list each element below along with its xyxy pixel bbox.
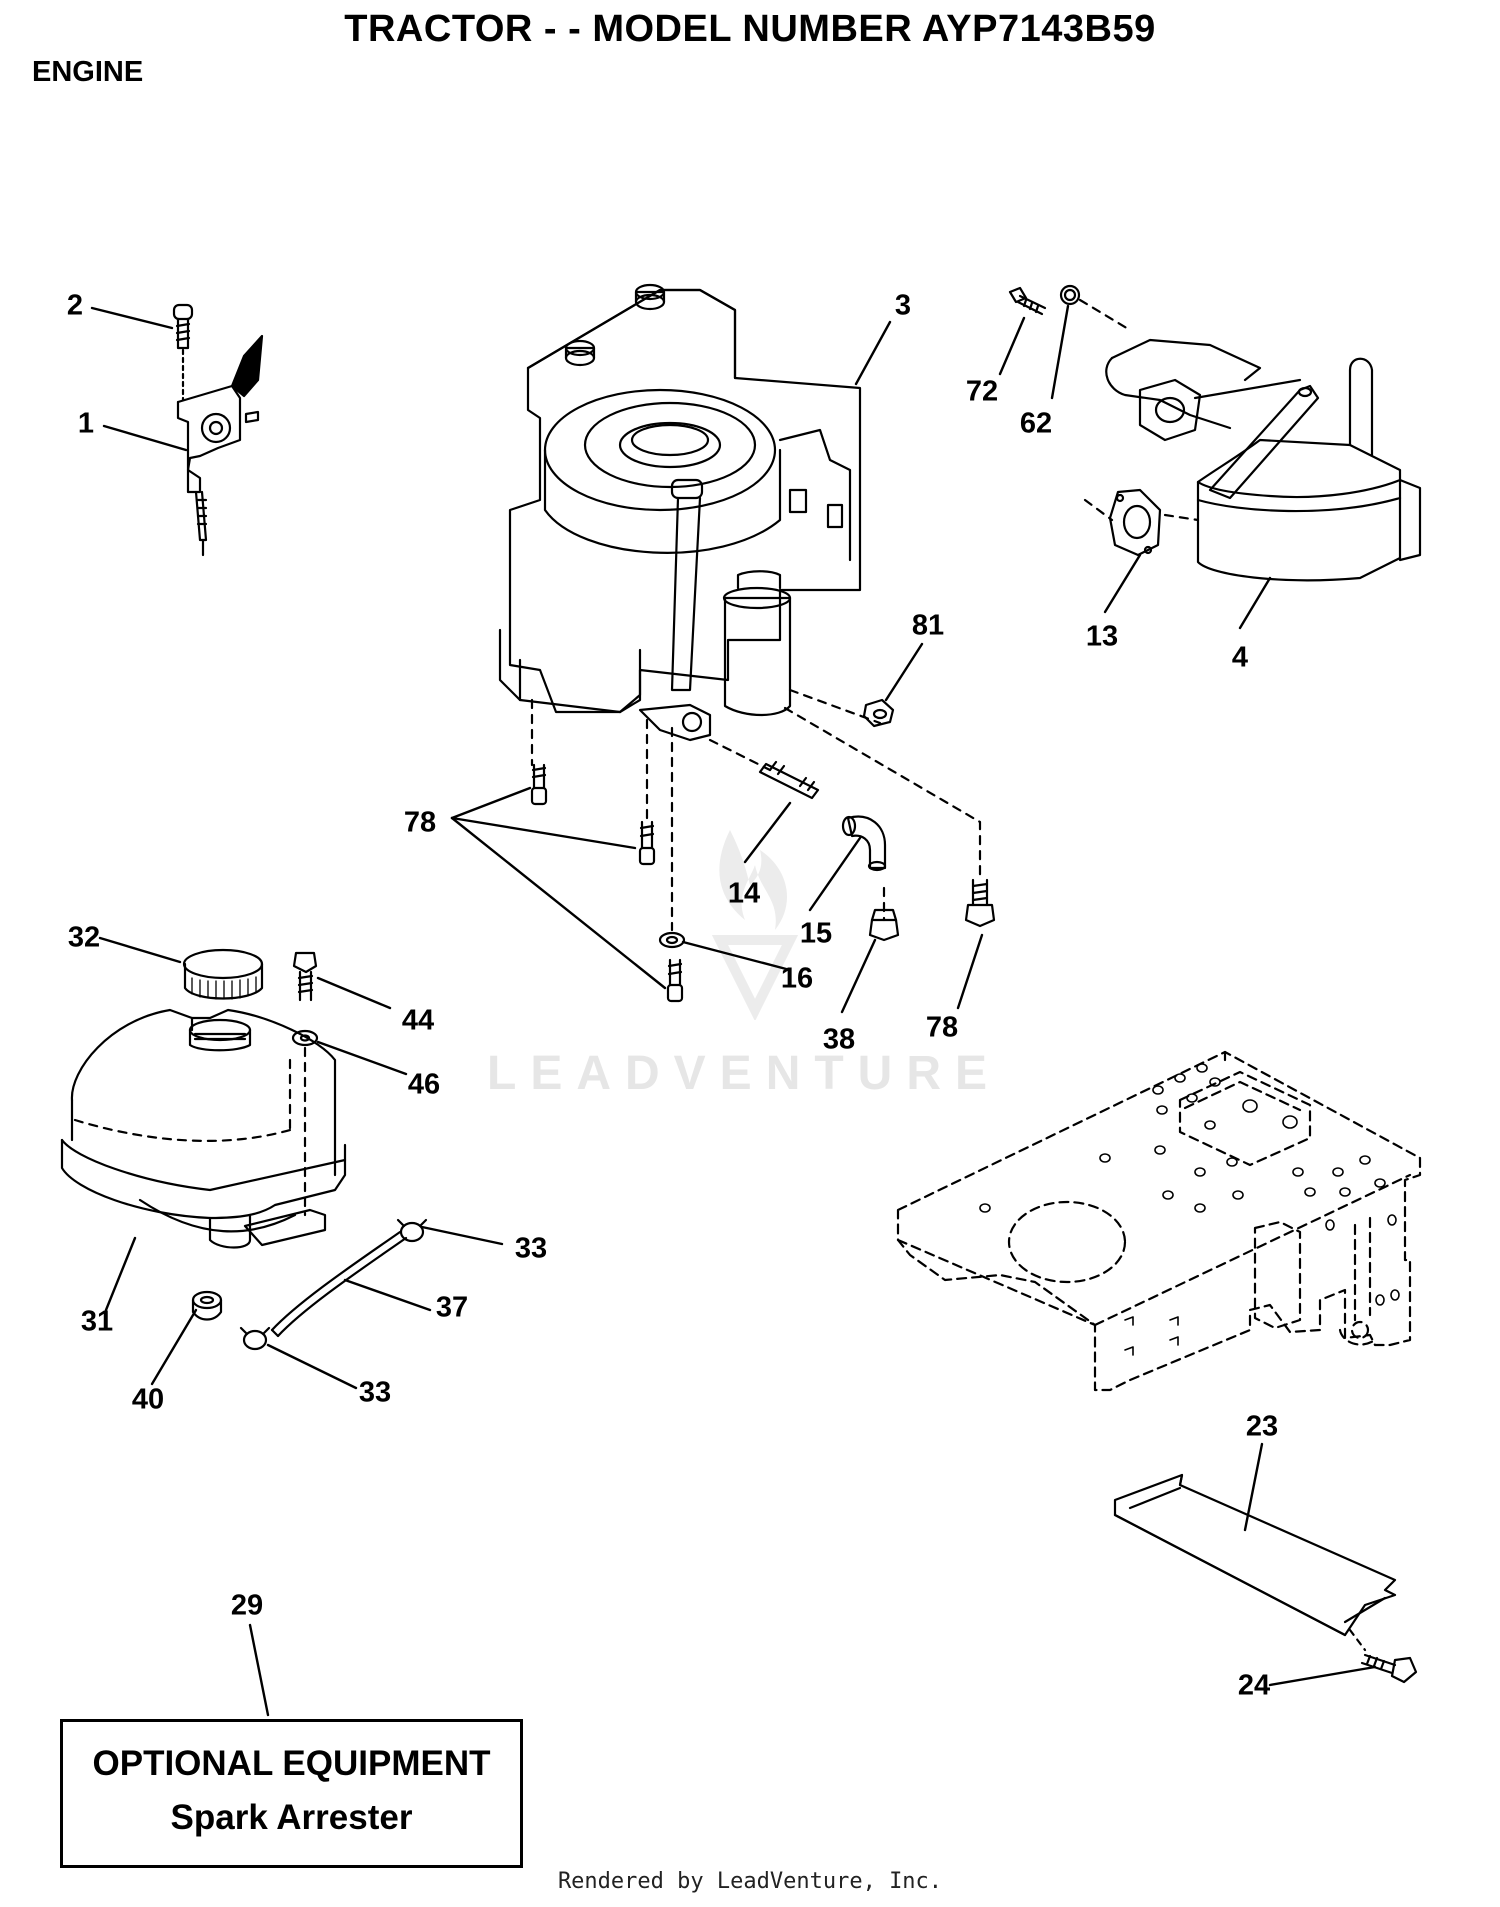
callout-37: 37 xyxy=(435,1291,469,1324)
footer-credit: Rendered by LeadVenture, Inc. xyxy=(557,1869,943,1894)
throttle-control-part xyxy=(176,334,264,557)
muffler-part xyxy=(1105,338,1422,582)
screw-part-44 xyxy=(292,951,318,1002)
frame-outline xyxy=(896,1050,1422,1392)
callout-38: 38 xyxy=(822,1023,856,1056)
callout-46: 46 xyxy=(407,1068,441,1101)
callout-16: 16 xyxy=(780,962,814,995)
screw-part-2 xyxy=(172,303,194,402)
callout-33-upper: 33 xyxy=(514,1232,548,1265)
pipe-nipple-part-14 xyxy=(758,760,820,800)
callout-81: 81 xyxy=(911,609,945,642)
watermark-text: LEADVENTURE xyxy=(487,1047,1002,1100)
gasket-part-13 xyxy=(1108,488,1162,557)
grommet-part-40 xyxy=(191,1290,223,1321)
plug-part-38 xyxy=(868,908,900,942)
callout-44: 44 xyxy=(401,1004,435,1037)
callout-62: 62 xyxy=(1019,407,1053,440)
clamp-part-33b xyxy=(239,1326,271,1351)
screw-part-72 xyxy=(1008,286,1047,316)
fuel-cap-part-32 xyxy=(182,948,264,1000)
callout-1: 1 xyxy=(77,407,95,440)
optional-equipment-item: Spark Arrester xyxy=(170,1798,413,1837)
callout-23: 23 xyxy=(1245,1410,1279,1443)
callout-13: 13 xyxy=(1085,620,1119,653)
callout-24: 24 xyxy=(1237,1669,1271,1702)
bolt-part-78d xyxy=(964,878,996,928)
callout-31: 31 xyxy=(80,1305,114,1338)
fuel-tank-part-31 xyxy=(60,1008,347,1249)
bolt-part-78b xyxy=(638,820,656,866)
fuel-line-part-37 xyxy=(270,1230,408,1338)
callout-14: 14 xyxy=(727,877,761,910)
callout-29: 29 xyxy=(230,1589,264,1622)
lockwasher-part-62 xyxy=(1059,284,1081,306)
callout-78-right: 78 xyxy=(925,1011,959,1044)
engine-leader-lines xyxy=(530,688,982,932)
callout-32: 32 xyxy=(67,921,101,954)
bolt-part-78c xyxy=(666,958,684,1003)
callout-leaders xyxy=(90,304,1377,1717)
elbow-part-15 xyxy=(841,815,887,872)
callout-78-left: 78 xyxy=(403,806,437,839)
washer-part-16 xyxy=(658,931,686,949)
callout-2: 2 xyxy=(66,289,84,322)
section-title: ENGINE xyxy=(32,56,144,88)
shield-part-23 xyxy=(1113,1473,1397,1652)
page-title: TRACTOR - - MODEL NUMBER AYP7143B59 xyxy=(344,8,1156,50)
callout-15: 15 xyxy=(799,917,833,950)
bolt-part-78a xyxy=(530,763,548,806)
optional-equipment-box: OPTIONAL EQUIPMENT Spark Arrester xyxy=(60,1719,523,1868)
nut-part-81 xyxy=(862,698,895,728)
washer-part-46 xyxy=(291,1029,319,1047)
frame-holes xyxy=(979,1063,1400,1356)
callout-3: 3 xyxy=(894,289,912,322)
clamp-part-33a xyxy=(396,1218,428,1243)
callout-33-lower: 33 xyxy=(358,1376,392,1409)
callout-40: 40 xyxy=(131,1383,165,1416)
callout-4: 4 xyxy=(1231,641,1249,674)
engine-part xyxy=(498,283,862,742)
screw-part-24 xyxy=(1360,1653,1418,1684)
leadventure-logo-watermark xyxy=(711,830,799,1020)
callout-72: 72 xyxy=(965,375,999,408)
optional-equipment-heading: OPTIONAL EQUIPMENT xyxy=(92,1744,491,1783)
